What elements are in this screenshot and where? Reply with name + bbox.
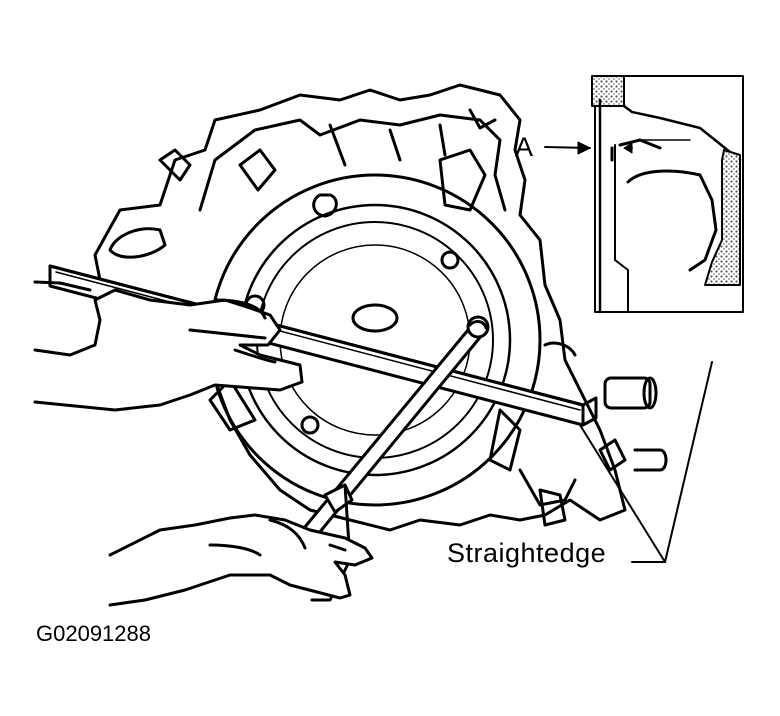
lower-hand bbox=[108, 513, 374, 607]
transaxle-case bbox=[93, 83, 627, 532]
figure-code-label: G02091288 bbox=[36, 621, 151, 646]
callout-a-arrow bbox=[544, 141, 633, 155]
detail-inset bbox=[591, 75, 744, 314]
case-bosses bbox=[538, 376, 668, 527]
upper-hand bbox=[33, 280, 304, 412]
straightedge-leader-lines bbox=[579, 361, 713, 563]
straightedge-label: Straightedge bbox=[447, 538, 607, 568]
detail-label-a: A bbox=[515, 132, 534, 162]
